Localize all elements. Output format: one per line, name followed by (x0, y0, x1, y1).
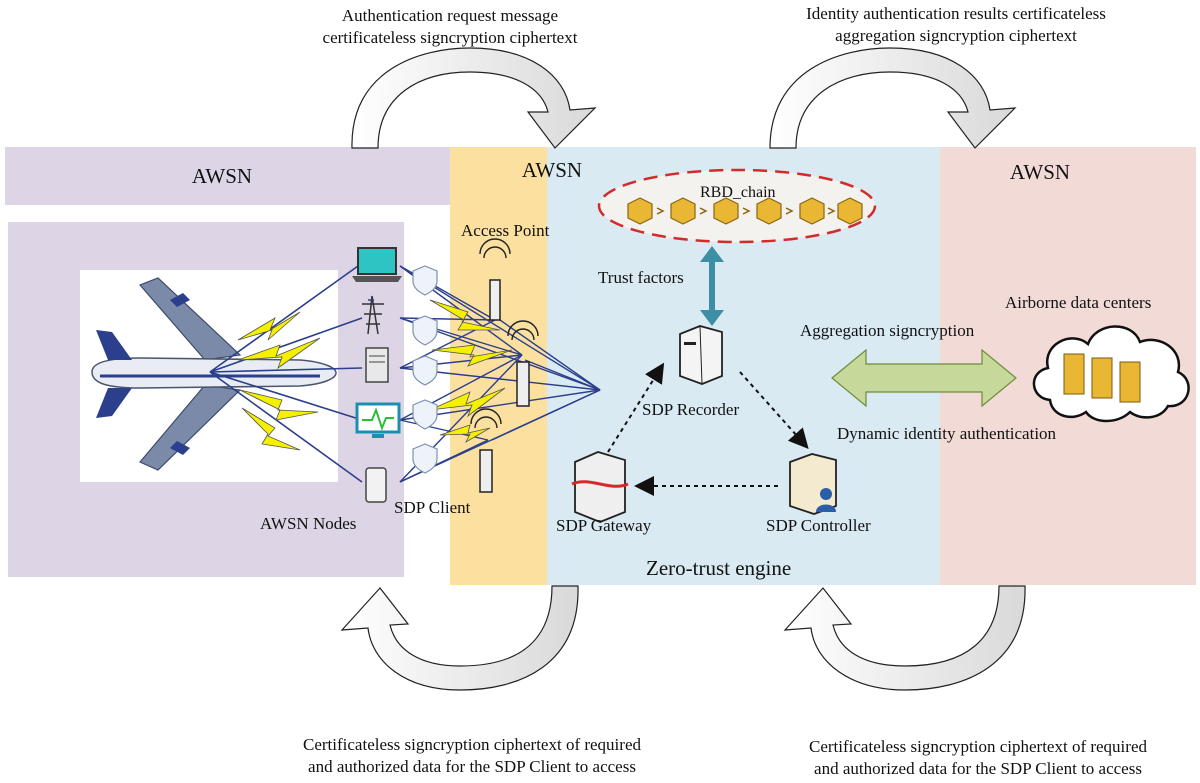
tower-icon (362, 295, 384, 335)
aggregation-signcryption-label: Aggregation signcryption (800, 321, 975, 340)
bottom-left-curved-arrow (340, 585, 579, 691)
sdp-controller-label: SDP Controller (766, 516, 871, 535)
aggregation-bidir-arrow (831, 348, 1017, 408)
server-unit-icon (365, 347, 389, 383)
zero-trust-engine-label: Zero-trust engine (646, 556, 792, 580)
phone-icon (365, 467, 387, 503)
middle-zone-title: AWSN (521, 158, 583, 182)
airborne-data-centers-label: Airborne data centers (1005, 293, 1152, 312)
wireless-lightning (237, 299, 513, 451)
top-right-curved-arrow (769, 47, 1017, 149)
left-zone-title: AWSN (191, 164, 253, 188)
top-left-caption-line2: certificateless signcryption ciphertext (322, 28, 578, 47)
sdp-gateway-icon (571, 451, 629, 523)
bottom-left-caption-line1: Certificateless signcryption ciphertext … (303, 735, 641, 754)
bottom-left-caption-line2: and authorized data for the SDP Client t… (308, 757, 636, 776)
sdp-recorder-label: SDP Recorder (642, 400, 740, 419)
plane-to-node-links (209, 265, 363, 483)
top-left-caption-line1: Authentication request message (341, 6, 559, 25)
sdp-gateway-label: SDP Gateway (556, 516, 652, 535)
sdp-recorder-icon (679, 325, 723, 385)
top-left-curved-arrow (351, 47, 597, 149)
awsn-nodes-label: AWSN Nodes (260, 514, 357, 533)
zone-access-point (450, 147, 547, 585)
bottom-right-caption-line2: and authorized data for the SDP Client t… (814, 759, 1142, 778)
monitor-icon (355, 402, 401, 438)
rbd-chain-label: RBD_chain (700, 184, 776, 201)
bottom-right-caption-line1: Certificateless signcryption ciphertext … (809, 737, 1147, 756)
data-center-cloud-icon (1032, 325, 1190, 423)
bottom-right-curved-arrow (783, 585, 1026, 691)
right-zone-title: AWSN (1009, 160, 1071, 184)
dynamic-identity-authentication-label: Dynamic identity authentication (837, 424, 1057, 443)
top-right-caption-line2: aggregation signcryption ciphertext (835, 26, 1077, 45)
shield-icons (412, 265, 438, 474)
trust-factors-arrow (700, 246, 724, 326)
access-point-label: Access Point (461, 221, 550, 240)
sdp-client-label: SDP Client (394, 498, 471, 517)
top-right-caption-line1: Identity authentication results certific… (806, 4, 1106, 23)
trust-factors-label: Trust factors (598, 268, 684, 287)
sdp-flow-arrows (607, 362, 809, 496)
laptop-icon (352, 247, 402, 282)
rbd-chain (597, 168, 877, 244)
access-point-antenna-icons (470, 238, 539, 493)
sdp-controller-icon (789, 453, 837, 515)
